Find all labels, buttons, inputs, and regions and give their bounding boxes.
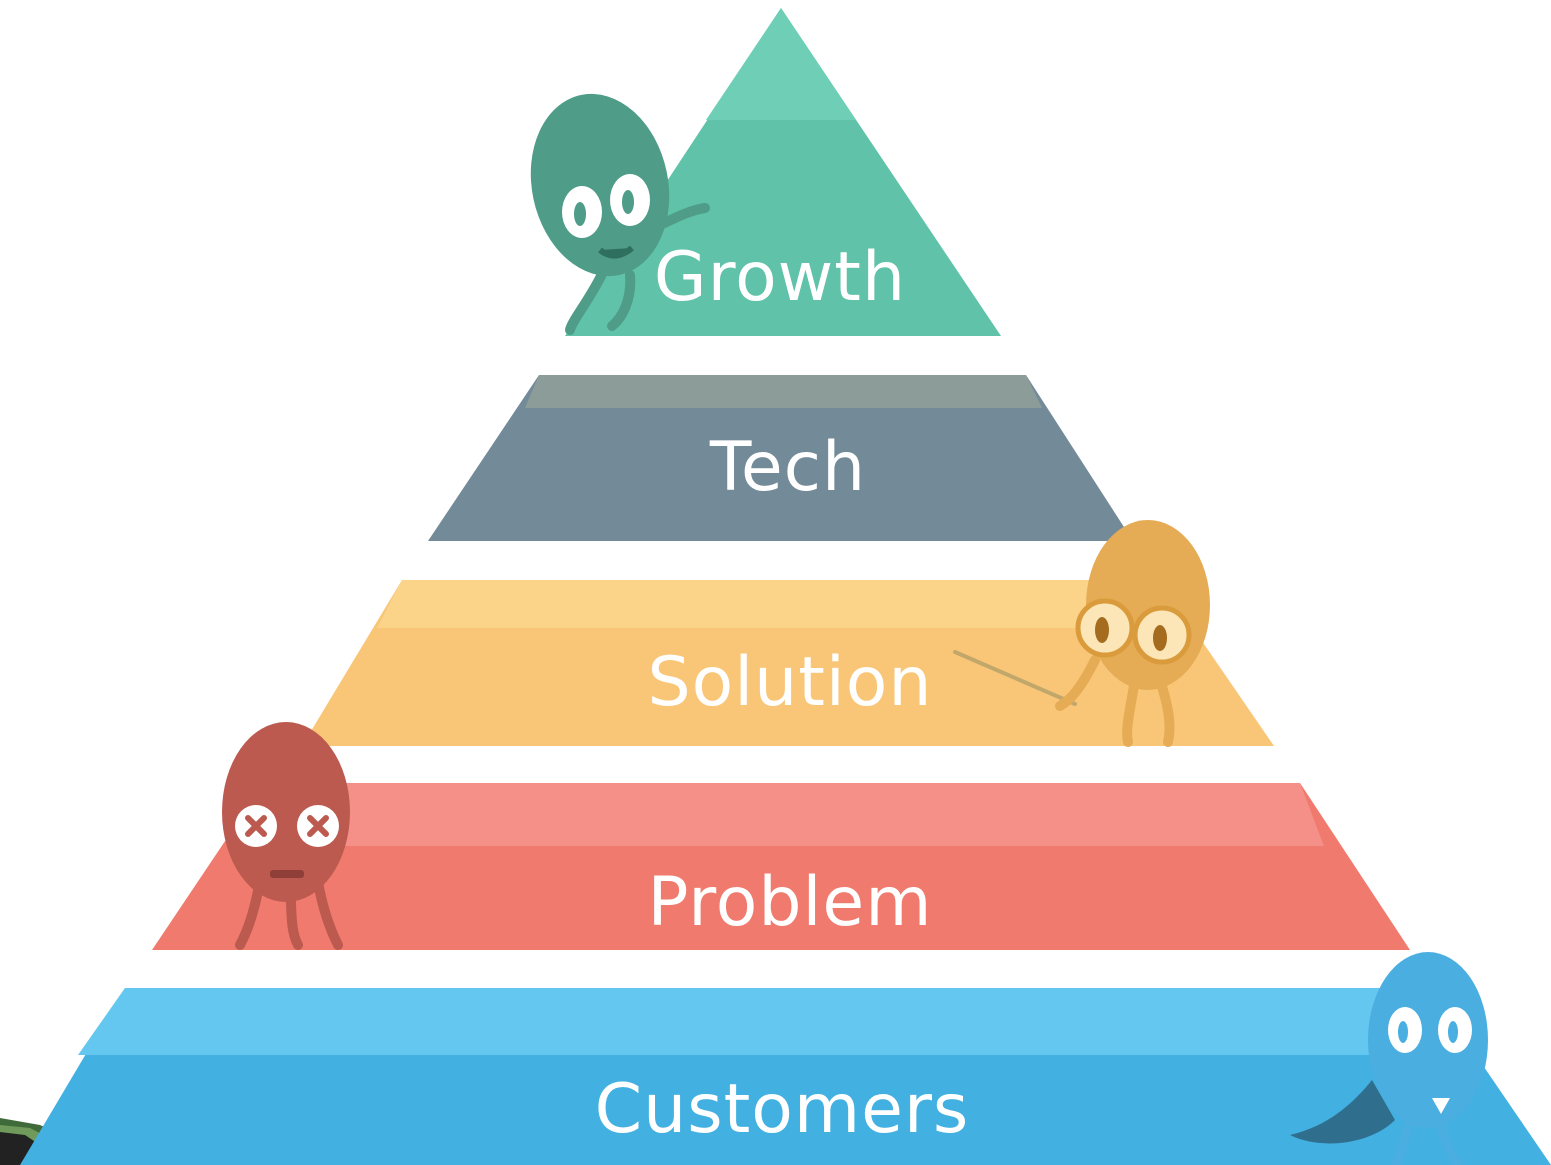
growth-character <box>530 93 710 335</box>
tier-problem-label: Problem <box>647 863 932 942</box>
tier-problem: Problem <box>152 783 1410 950</box>
tier-growth-highlight <box>706 8 856 120</box>
customers-character <box>1290 952 1488 1165</box>
tier-solution: Solution <box>302 580 1274 746</box>
tier-customers-label: Customers <box>595 1070 970 1149</box>
tier-growth-label: Growth <box>654 238 906 317</box>
tier-tech: Tech <box>428 375 1133 541</box>
problem-character <box>222 722 350 950</box>
tier-tech-label: Tech <box>709 428 866 507</box>
tier-customers-highlight <box>78 988 1474 1055</box>
tier-customers: Customers <box>20 988 1551 1165</box>
tier-tech-shape <box>428 375 1133 541</box>
tier-tech-highlight <box>525 375 1042 408</box>
tier-solution-highlight <box>377 580 1183 628</box>
solution-character <box>953 520 1210 747</box>
tier-growth: Growth <box>565 8 1001 336</box>
tier-growth-shape <box>565 8 1001 336</box>
tier-problem-highlight <box>231 783 1324 846</box>
tier-solution-label: Solution <box>647 643 932 722</box>
